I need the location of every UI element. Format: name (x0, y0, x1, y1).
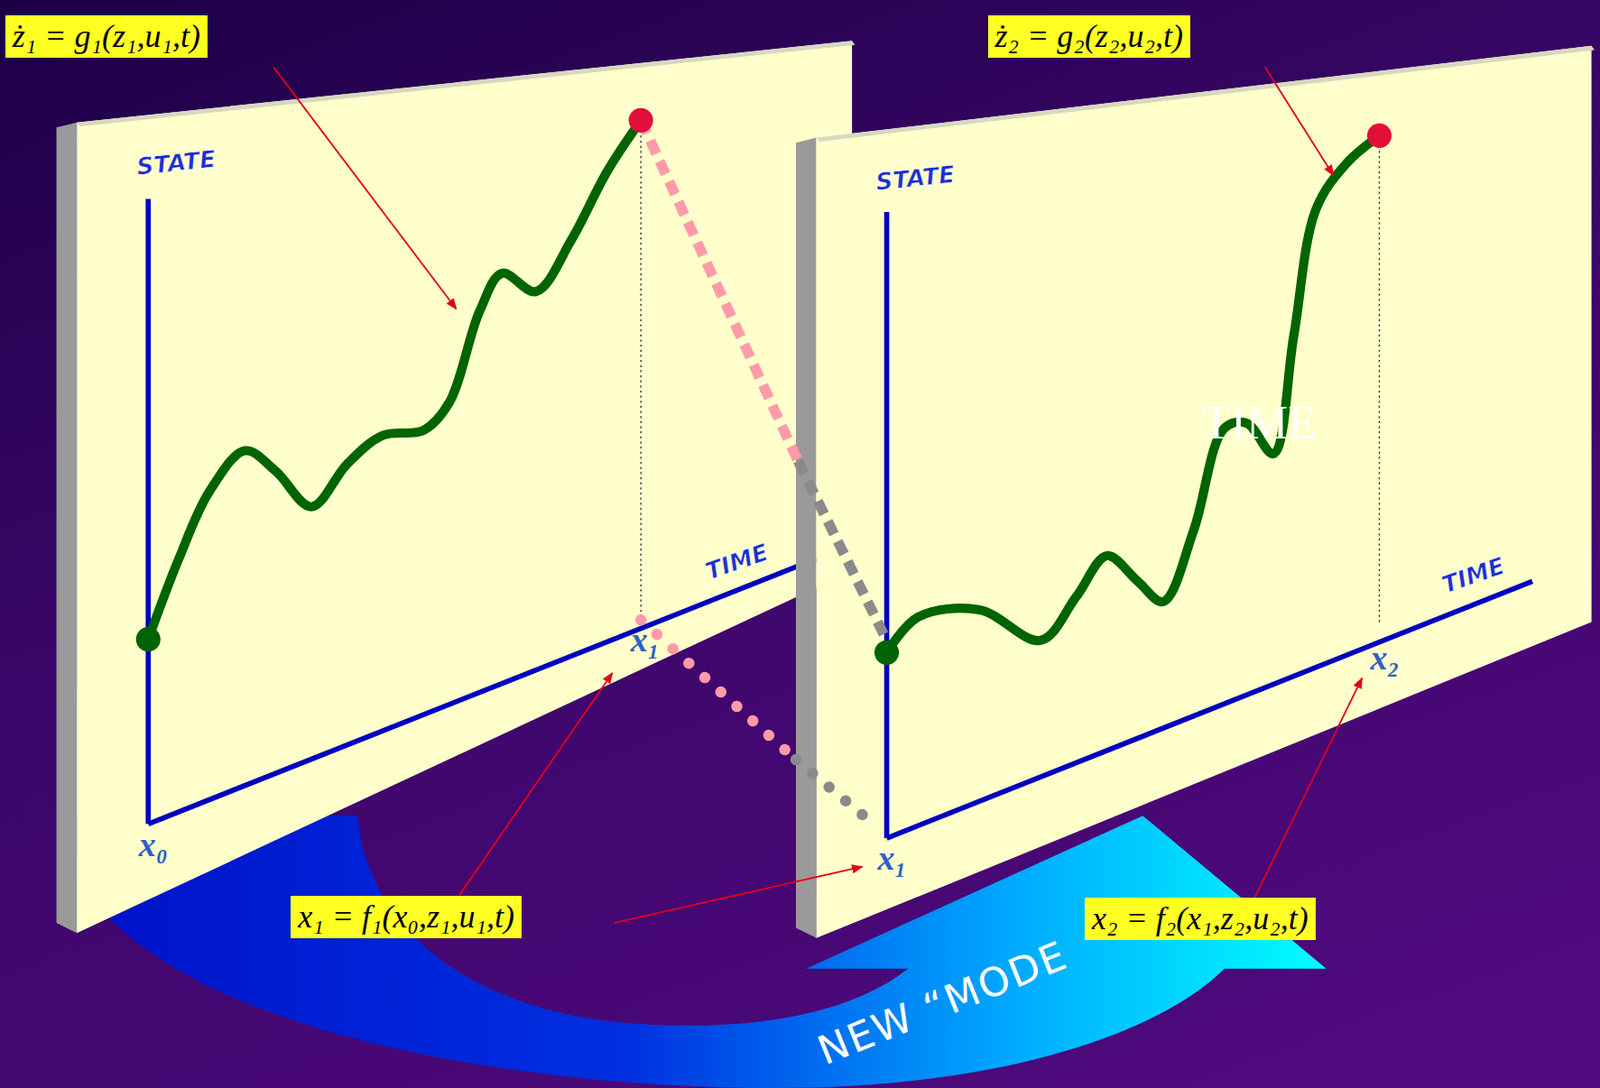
equation-box: ż₂ = g₂(z₂,u₂,t) (988, 15, 1191, 58)
watermark: TIME (1202, 396, 1317, 450)
state-name: x₁ (630, 619, 660, 660)
equation-text: x₁ = f₁(x₀,z₁,u₁,t) (297, 898, 515, 936)
endpoint-dot (136, 627, 161, 652)
left-panel (56, 40, 856, 934)
equation-box: x₁ = f₁(x₀,z₁,u₁,t) (290, 896, 522, 939)
transfer-lines (640, 120, 884, 824)
state-trajectory (147, 120, 641, 639)
equation-box: x₂ = f₂(x₁,z₂,u₂,t) (1084, 897, 1316, 941)
equation-box: ż₁ = g₁(z₁,u₁,t) (5, 15, 208, 58)
mode-arrow (56, 815, 1327, 1088)
state-name: x₂ (1370, 638, 1400, 678)
state-curves (136, 108, 1392, 666)
equation-text: ż₁ = g₁(z₁,u₁,t) (12, 18, 201, 56)
endpoint-dot (628, 108, 654, 133)
leader-lines (273, 67, 1362, 924)
endpoint-dot (874, 640, 899, 666)
state-name: x₀ (138, 824, 168, 865)
state-name: x₁ (877, 838, 907, 879)
equation-text: ż₂ = g₂(z₂,u₂,t) (995, 18, 1184, 56)
equation-text: x₂ = f₂(x₁,z₂,u₂,t) (1091, 900, 1309, 938)
state-trajectory (887, 135, 1380, 653)
endpoint-dot (1367, 123, 1392, 148)
right-panel (795, 46, 1595, 939)
